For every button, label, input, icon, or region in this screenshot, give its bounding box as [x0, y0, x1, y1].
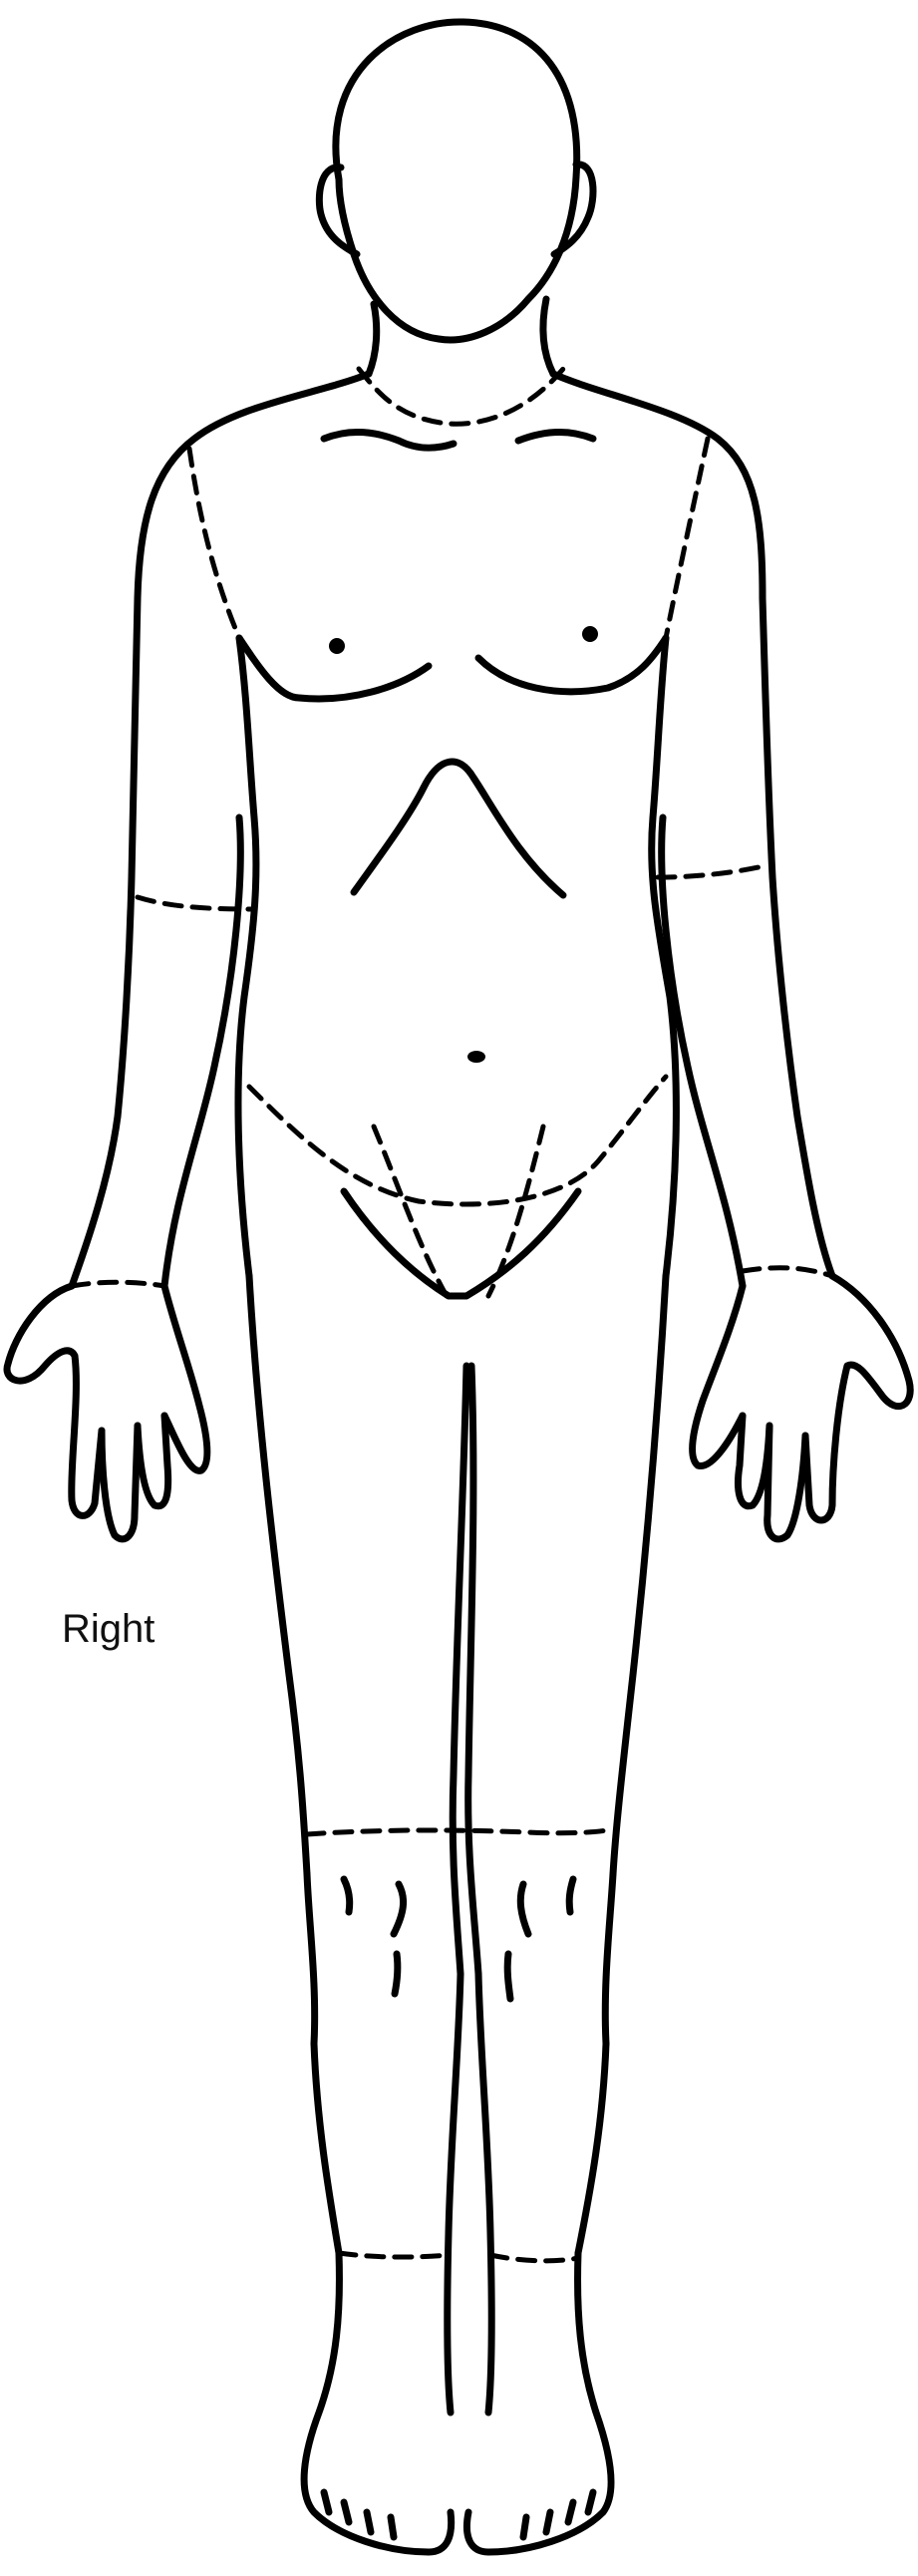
groin-right-boundary — [488, 1127, 543, 1296]
waist-boundary — [249, 1077, 666, 1204]
left-shoulder-boundary — [189, 449, 239, 638]
torso-and-arms — [7, 374, 910, 1539]
right-elbow-boundary — [658, 865, 767, 877]
left-wrist-boundary — [72, 1282, 164, 1286]
legs — [249, 1191, 666, 2552]
left-elbow-boundary — [138, 897, 251, 909]
right-shoulder-boundary — [666, 439, 708, 638]
region-boundaries — [72, 369, 832, 2261]
navel — [467, 1051, 485, 1063]
right-nipple — [582, 626, 598, 642]
right-wrist-boundary — [743, 1268, 832, 1276]
head — [319, 22, 593, 340]
chest-details — [239, 432, 666, 1063]
left-nipple — [329, 638, 345, 654]
neck-boundary — [359, 369, 563, 424]
knee-boundary — [307, 1829, 613, 1834]
side-label-right: Right — [62, 1607, 154, 1652]
ankle-right-boundary — [490, 2255, 578, 2261]
ankle-left-boundary — [339, 2253, 449, 2257]
